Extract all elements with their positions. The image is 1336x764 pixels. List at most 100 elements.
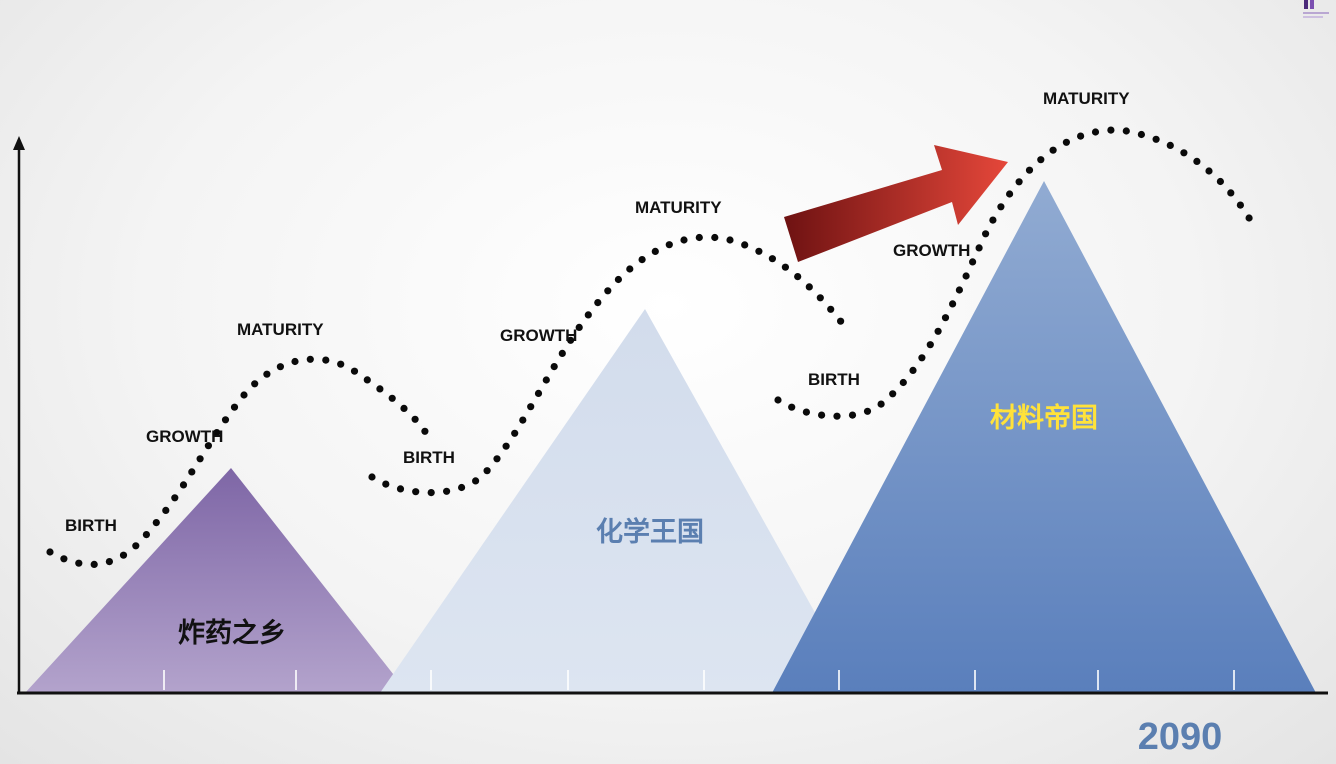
curve-dot xyxy=(833,412,841,420)
curve-dot xyxy=(1107,126,1115,134)
curve-dot xyxy=(863,407,872,415)
curve-dot xyxy=(534,389,543,397)
curve-dot xyxy=(213,429,221,437)
axes xyxy=(13,136,25,693)
curve-dot xyxy=(989,216,997,224)
curve-dot xyxy=(1025,166,1034,174)
curve-dot xyxy=(60,555,68,563)
curve-dot xyxy=(768,255,777,263)
curve-dot xyxy=(1077,132,1085,140)
curve-dot xyxy=(472,477,480,485)
curve-dot xyxy=(926,341,934,349)
curve-dot xyxy=(934,327,942,335)
curve-dot xyxy=(411,415,419,423)
curve-dot xyxy=(105,558,113,566)
curve-dot xyxy=(179,481,188,489)
curve-dot xyxy=(816,294,824,302)
curve-dot xyxy=(1216,177,1224,186)
cycle1-birth-label: BIRTH xyxy=(65,516,117,535)
curve-dot xyxy=(969,258,977,266)
cycle3-maturity-label: MATURITY xyxy=(1043,89,1130,108)
curve-dot xyxy=(527,403,535,411)
curve-dot xyxy=(363,376,371,384)
curve-dot xyxy=(306,355,314,363)
timeline-year: 2090 xyxy=(1138,716,1223,758)
curve-dot xyxy=(46,548,54,556)
curve-dot xyxy=(1152,135,1160,143)
curve-dot xyxy=(626,265,634,273)
peak-chemistry-label: 化学王国 xyxy=(596,516,704,548)
curve-dot xyxy=(90,560,98,569)
cycle2-birth-label: BIRTH xyxy=(403,448,455,467)
peak-materials xyxy=(772,181,1316,693)
curve-dot xyxy=(1049,146,1057,154)
curve-dot xyxy=(350,367,359,375)
peak-explosives xyxy=(25,468,408,693)
curve-dot xyxy=(75,559,83,567)
curve-dot xyxy=(651,247,659,255)
curve-dot xyxy=(1037,156,1045,164)
curve-dot xyxy=(962,272,970,280)
curve-dot xyxy=(1122,127,1130,135)
curve-dot xyxy=(1245,214,1253,222)
curve-dot xyxy=(382,480,390,488)
curve-dot xyxy=(805,283,813,291)
cycle1-maturity-label: MATURITY xyxy=(237,320,324,339)
cycle1-growth-label: GROWTH xyxy=(146,427,223,446)
curve-dot xyxy=(614,275,623,284)
curve-dot xyxy=(848,411,857,419)
progress-arrow xyxy=(784,145,1008,262)
curve-dot xyxy=(1180,149,1188,157)
curve-dot xyxy=(726,236,734,244)
peak-materials-label: 材料帝国 xyxy=(990,402,1098,434)
curve-dot xyxy=(458,483,466,492)
curve-dot xyxy=(427,489,435,497)
curve-dot xyxy=(604,287,612,295)
curve-dot xyxy=(443,487,451,495)
curve-dot xyxy=(550,363,558,371)
peak-chemistry xyxy=(380,309,860,693)
curve-dot xyxy=(877,400,885,408)
curve-dot xyxy=(1091,128,1100,136)
curve-dot xyxy=(955,286,964,294)
curve-dot xyxy=(196,455,204,463)
curve-dot xyxy=(594,299,602,307)
curve-dot xyxy=(711,233,719,242)
curve-dot xyxy=(889,390,897,398)
y-axis-arrowhead xyxy=(13,136,25,150)
curve-dot xyxy=(558,349,566,357)
curve-dot xyxy=(322,356,330,364)
curve-dot xyxy=(1062,138,1070,146)
dotted-curves xyxy=(46,126,1253,569)
cycle3-growth-label: GROWTH xyxy=(893,241,970,260)
curve-dot xyxy=(837,317,845,325)
curve-dot xyxy=(221,416,230,424)
curve-dot xyxy=(975,244,983,252)
curve-dot xyxy=(1006,190,1014,198)
curve-dot xyxy=(1166,141,1174,149)
curve-dot xyxy=(519,416,527,424)
curve-dot xyxy=(251,380,259,388)
curve-dot xyxy=(396,485,405,493)
baseline-ticks xyxy=(163,670,1235,690)
curve-dot xyxy=(376,385,384,393)
curve-dot xyxy=(1193,157,1201,165)
curve-dot xyxy=(899,378,907,387)
curve-dot xyxy=(680,236,688,244)
curve-dot xyxy=(818,411,826,419)
curve-dot xyxy=(230,403,239,411)
curve-dot xyxy=(337,360,345,368)
curve-dot xyxy=(412,488,420,496)
curve-dot xyxy=(997,203,1005,211)
curve-dot xyxy=(575,323,583,331)
curve-dot xyxy=(119,551,128,559)
curve-dot xyxy=(949,300,957,308)
curve-dot xyxy=(781,263,790,271)
curve-dot xyxy=(188,468,196,476)
curve-dot xyxy=(162,506,170,514)
curve-dot xyxy=(152,519,160,527)
curve-dot xyxy=(827,305,835,313)
curve-dot xyxy=(400,404,408,412)
curve-dot xyxy=(142,531,150,539)
